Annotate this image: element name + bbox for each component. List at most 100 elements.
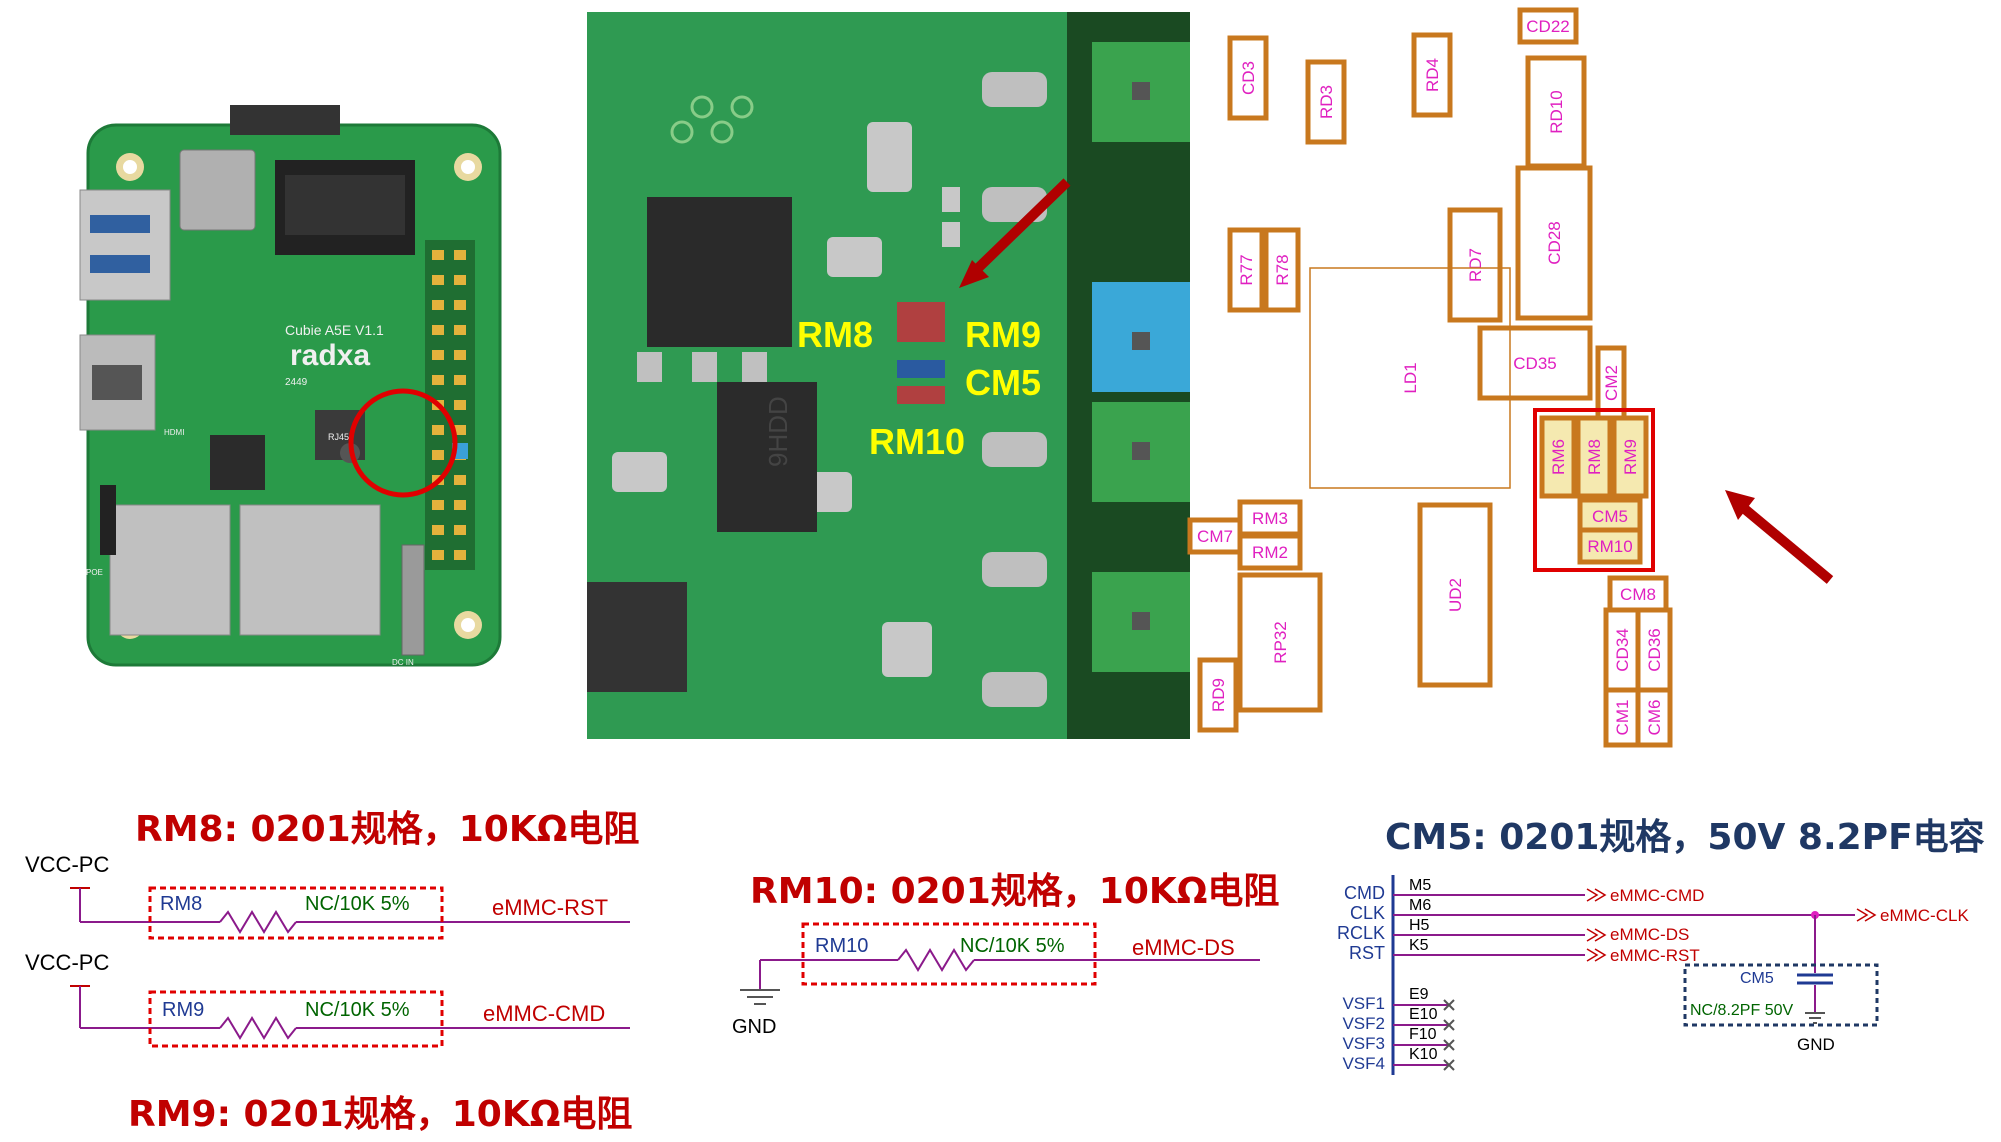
svg-text:CD35: CD35 <box>1513 354 1556 373</box>
pcb-footprint-ld1: LD1 <box>1309 267 1511 489</box>
photo-label-rm8: RM8 <box>797 314 873 355</box>
pcb-footprint-cm5: CM5 <box>1577 497 1643 535</box>
ball-m5: M5 <box>1409 877 1431 894</box>
pcb-footprint-rm8: RM8 <box>1575 415 1613 499</box>
pcb-footprint-cm8: CM8 <box>1607 575 1669 613</box>
svg-text:R78: R78 <box>1273 254 1292 285</box>
chip-marking: 9HDD <box>763 396 793 467</box>
rm9-net: eMMC-CMD <box>483 1001 605 1026</box>
ball-k10: K10 <box>1409 1046 1438 1063</box>
cm5-value: NC/8.2PF 50V <box>1690 1002 1793 1019</box>
pcb-footprint-ud2: UD2 <box>1417 502 1493 688</box>
rm8-ref: RM8 <box>160 893 202 915</box>
svg-text:RD10: RD10 <box>1547 90 1566 133</box>
svg-text:CM6: CM6 <box>1645 700 1664 736</box>
highlight-circle <box>348 388 458 498</box>
ball-k5: K5 <box>1409 937 1429 954</box>
rm10-value: NC/10K 5% <box>960 935 1065 957</box>
pin-vsf4: VSF4 <box>1342 1054 1385 1073</box>
photo-label-cm5: CM5 <box>965 362 1041 403</box>
pcb-footprint-cd22: CD22 <box>1517 7 1579 45</box>
net-emmc-ds: eMMC-DS <box>1610 925 1689 944</box>
vcc-label-rm9: VCC-PC <box>25 950 109 975</box>
rm8-value: NC/10K 5% <box>305 893 410 915</box>
board-photo-panel: Cubie A5E V1.1 radxa 2449 RJ45 HDMI POE … <box>79 105 520 675</box>
pin-vsf1: VSF1 <box>1342 994 1385 1013</box>
ball-f10: F10 <box>1409 1026 1437 1043</box>
pcb-footprint-cd35: CD35 <box>1477 325 1593 401</box>
gnd-label-cm5: GND <box>1797 1035 1835 1054</box>
rm8-net: eMMC-RST <box>492 895 608 920</box>
schematic-cm5: CMD CLK RCLK RST M5 M6 H5 K5 eMMC-CMD eM… <box>1325 865 2001 1085</box>
svg-text:RD3: RD3 <box>1317 85 1336 119</box>
pcb-footprint-rd10: RD10 <box>1525 55 1587 169</box>
board-dc-label: DC IN <box>392 658 414 667</box>
svg-text:CM8: CM8 <box>1620 585 1656 604</box>
caption-rm8: RM8: 0201规格，10KΩ电阻 <box>135 809 640 850</box>
svg-text:RM10: RM10 <box>1587 537 1632 556</box>
rm9-ref: RM9 <box>162 999 204 1021</box>
cm5-ref: CM5 <box>1740 970 1774 987</box>
pin-rclk: RCLK <box>1337 923 1385 943</box>
board-hdmi-label: HDMI <box>164 428 184 437</box>
net-emmc-cmd: eMMC-CMD <box>1610 886 1704 905</box>
pin-cmd: CMD <box>1344 883 1385 903</box>
board-date-code: 2449 <box>285 377 308 388</box>
pin-clk: CLK <box>1350 903 1385 923</box>
pcb-footprint-rd3: RD3 <box>1305 59 1347 145</box>
board-port-label: RJ45 <box>328 432 349 442</box>
svg-text:RM2: RM2 <box>1252 543 1288 562</box>
net-emmc-rst: eMMC-RST <box>1610 946 1700 965</box>
svg-text:CD28: CD28 <box>1545 221 1564 264</box>
svg-text:RP32: RP32 <box>1271 621 1290 664</box>
svg-text:LD1: LD1 <box>1401 362 1420 393</box>
closeup-photo-panel: 9HDD <box>587 12 1190 739</box>
net-emmc-clk: eMMC-CLK <box>1880 906 1969 925</box>
pin-vsf2: VSF2 <box>1342 1014 1385 1033</box>
svg-text:CD3: CD3 <box>1239 61 1258 95</box>
photo-label-rm9: RM9 <box>965 314 1041 355</box>
pin-rst: RST <box>1349 943 1385 963</box>
ball-e9: E9 <box>1409 986 1429 1003</box>
pcb-footprint-cd3: CD3 <box>1227 35 1269 121</box>
pin-vsf3: VSF3 <box>1342 1034 1385 1053</box>
photo-label-rm10: RM10 <box>869 421 965 462</box>
svg-text:CD34: CD34 <box>1613 628 1632 671</box>
closeup-arrow <box>959 178 1071 288</box>
pcb-footprint-rm3: RM3 <box>1237 499 1303 537</box>
ball-e10: E10 <box>1409 1006 1438 1023</box>
svg-text:UD2: UD2 <box>1446 578 1465 612</box>
pcb-footprint-rd4: RD4 <box>1411 32 1453 118</box>
rm10-net: eMMC-DS <box>1132 935 1235 960</box>
svg-text:CM5: CM5 <box>1592 507 1628 526</box>
board-model-label: Cubie A5E V1.1 <box>285 322 384 338</box>
svg-text:CD22: CD22 <box>1526 17 1569 36</box>
pcb-footprint-rm10: RM10 <box>1577 527 1643 565</box>
svg-text:RD9: RD9 <box>1209 678 1228 712</box>
svg-text:R77: R77 <box>1237 254 1256 285</box>
gnd-label-rm10: GND <box>732 1016 776 1038</box>
svg-text:RM9: RM9 <box>1621 439 1640 475</box>
board-brand-label: radxa <box>290 339 370 372</box>
pcb-footprint-rd9: RD9 <box>1197 657 1239 733</box>
pcb-footprint-cm1: CM1 <box>1603 687 1641 748</box>
caption-cm5: CM5: 0201规格，50V 8.2PF电容 <box>1385 817 1985 858</box>
pcb-footprint-rd7: RD7 <box>1447 207 1503 323</box>
svg-text:RD4: RD4 <box>1423 58 1442 92</box>
pcb-highlight-box <box>1533 408 1655 572</box>
pcb-footprint-rm9: RM9 <box>1611 415 1649 499</box>
pcb-footprint-rm2: RM2 <box>1237 533 1303 571</box>
pcb-footprint-cd34: CD34 <box>1603 607 1641 693</box>
svg-text:CM2: CM2 <box>1602 365 1621 401</box>
svg-text:RD7: RD7 <box>1466 248 1485 282</box>
pcb-footprint-r77: R77 <box>1227 227 1265 313</box>
pcb-footprint-rm6: RM6 <box>1539 415 1577 499</box>
ball-h5: H5 <box>1409 917 1430 934</box>
schematic-rm10: GND RM10 NC/10K 5% eMMC-DS <box>720 910 1280 1050</box>
svg-text:CM7: CM7 <box>1197 527 1233 546</box>
caption-rm9: RM9: 0201规格，10KΩ电阻 <box>128 1094 633 1135</box>
pcb-footprint-cd28: CD28 <box>1515 165 1593 321</box>
ball-m6: M6 <box>1409 897 1431 914</box>
pcb-footprint-cm7: CM7 <box>1187 517 1243 555</box>
